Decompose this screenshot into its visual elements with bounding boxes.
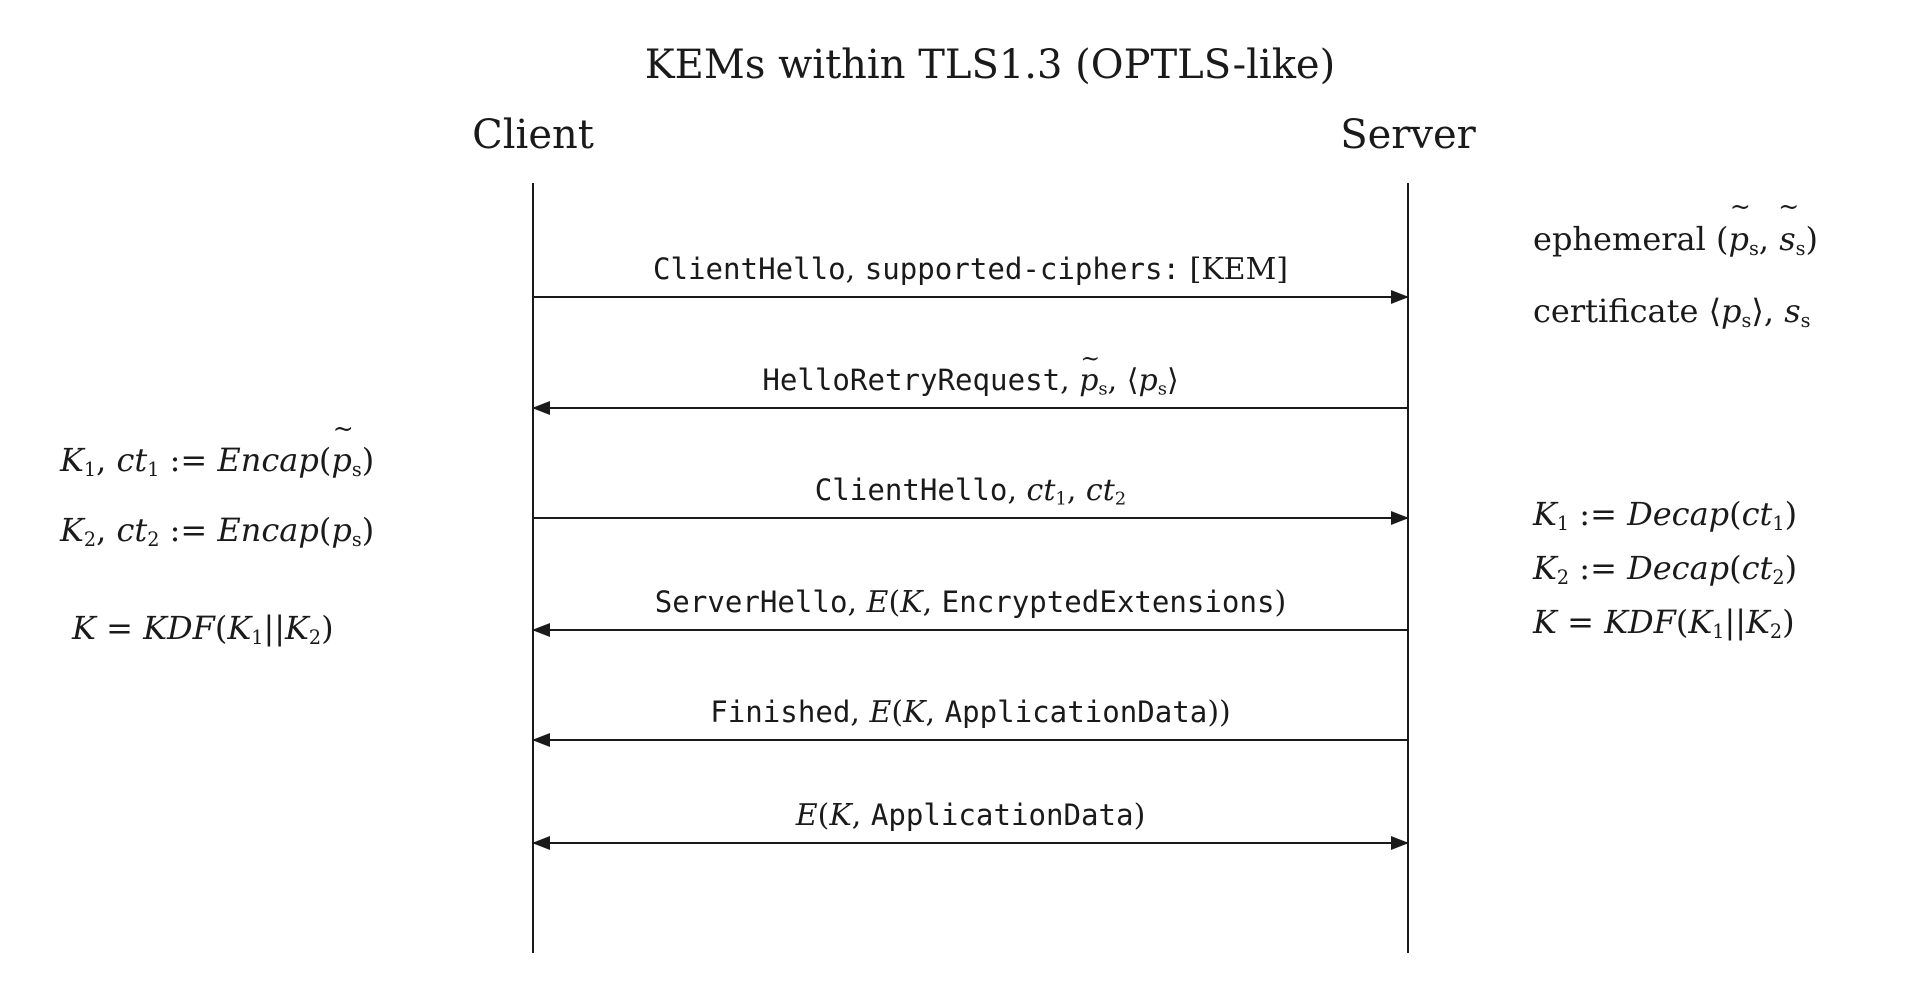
arrowhead-right-icon [1391,511,1409,525]
arrowhead-right-icon [1391,290,1409,304]
server-certificate-line: certificate ⟨ps⟩, ss [1533,291,1811,332]
client-encap-line-2: K2, ct2 := Encap(ps) [60,510,375,551]
client-lifeline [532,183,534,953]
client-kdf-note: K = KDF(K1||K2) [72,608,334,658]
arrowhead-right-icon [1391,836,1409,850]
message-finished-label: Finished, E(K, ApplicationData)) [710,695,1231,730]
arrowhead-left-icon [532,836,550,850]
message-server-hello-arrow [532,623,1408,637]
message-app-data-arrow [532,836,1409,850]
diagram-title: KEMs within TLS1.3 (OPTLS-like) [644,42,1336,88]
message-hello-retry-label: HelloRetryRequest, ~ps, ⟨ps⟩ [762,343,1179,400]
server-decap-note: K1 := Decap(ct1) K2 := Decap(ct2) [1533,492,1797,600]
server-kdf-line: K = KDF(K1||K2) [1533,603,1795,643]
message-finished-arrow [532,733,1408,747]
server-keys-note: ephemeral (~ps, ~ss) certificate ⟨ps⟩, s… [1533,192,1818,352]
message-client-hello-ct-arrow [533,511,1409,525]
client-encap-note: K1, ct1 := Encap(~ps) K2, ct2 := Encap(p… [60,414,375,570]
message-client-hello-ct-label: ClientHello, ct1, ct2 [814,473,1127,510]
message-server-hello-label: ServerHello, E(K, EncryptedExtensions) [654,585,1287,620]
server-lifeline [1407,183,1409,953]
client-encap-line-1: K1, ct1 := Encap(~ps) [60,414,375,481]
actor-server-label: Server [1340,112,1476,158]
message-hello-retry-arrow [532,401,1408,415]
server-kdf-note: K = KDF(K1||K2) [1533,602,1795,652]
arrowhead-left-icon [532,623,550,637]
server-ephemeral-line: ephemeral (~ps, ~ss) [1533,192,1818,260]
client-kdf-line: K = KDF(K1||K2) [72,609,334,649]
arrowhead-left-icon [532,733,550,747]
message-app-data-label: E(K, ApplicationData) [795,798,1146,833]
server-decap-line-2: K2 := Decap(ct2) [1533,548,1798,589]
message-client-hello-label: ClientHello, supported-ciphers: [KEM] [652,252,1289,287]
message-client-hello-arrow [533,290,1409,304]
actor-client-label: Client [472,112,594,158]
arrowhead-left-icon [532,401,550,415]
server-decap-line-1: K1 := Decap(ct1) [1533,495,1798,535]
